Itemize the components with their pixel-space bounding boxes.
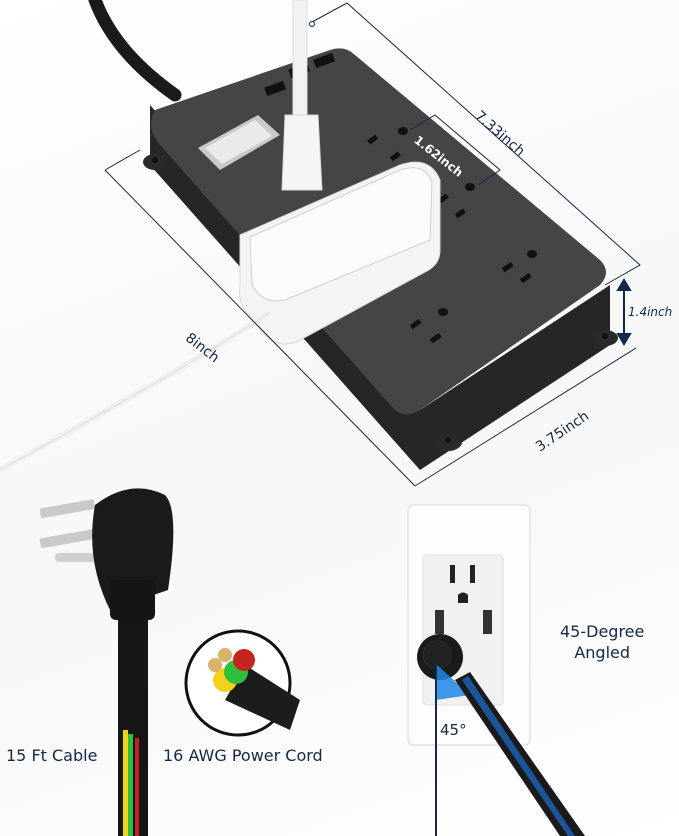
angled-plug <box>39 488 174 836</box>
height-dimension-label: 1.4inch <box>628 305 673 319</box>
cable-length-caption: 15 Ft Cable <box>6 746 98 765</box>
ac-outlets <box>367 127 537 344</box>
power-switch <box>198 115 280 170</box>
white-adapter <box>239 161 441 345</box>
white-cable <box>292 0 308 116</box>
strip-side <box>150 105 610 470</box>
adapter-cord <box>0 309 272 473</box>
angle-caption-sub: Angled <box>574 643 631 662</box>
wire-gauge-caption: 16 AWG Power Cord <box>163 746 323 765</box>
height-arrow <box>616 278 632 346</box>
power-cord <box>88 0 182 102</box>
angle-marker-label: 45° <box>440 721 467 739</box>
white-plug <box>281 114 323 191</box>
angle-caption: 45-Degree Angled <box>560 621 644 663</box>
wall-outlet <box>407 504 585 836</box>
wire-cross-section <box>184 629 300 737</box>
dimension-lines <box>104 2 641 487</box>
angle-caption-title: 45-Degree <box>560 622 645 641</box>
